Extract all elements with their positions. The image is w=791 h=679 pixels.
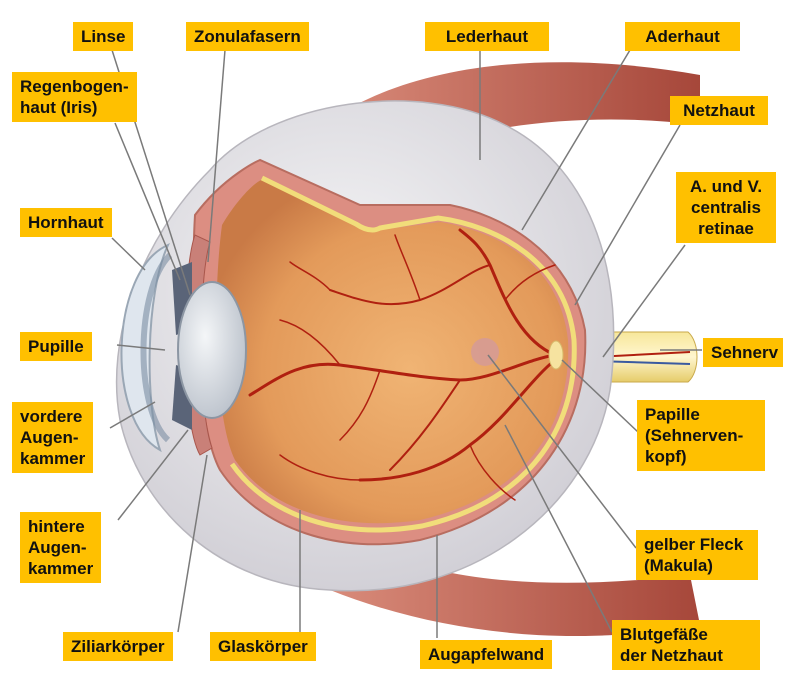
label-hintere-line3: kammer [28, 558, 93, 579]
label-netzhaut: Netzhaut [670, 96, 768, 125]
label-vordere-line2: Augen- [20, 427, 85, 448]
label-glaskoerper: Glaskörper [210, 632, 316, 661]
label-a-v-centralis-retinae: A. und V. centralis retinae [676, 172, 776, 243]
label-linse: Linse [73, 22, 133, 51]
label-regenbogenhaut-line1: Regenbogen- [20, 76, 129, 97]
label-papille-line2: (Sehnerven- [645, 425, 757, 446]
label-zonulafasern: Zonulafasern [186, 22, 309, 51]
label-aderhaut: Aderhaut [625, 22, 740, 51]
macula [471, 338, 499, 366]
label-papille-line1: Papille [645, 404, 757, 425]
label-gelber-line1: gelber Fleck [644, 534, 750, 555]
lens [178, 282, 246, 418]
label-gelber-line2: (Makula) [644, 555, 750, 576]
label-regenbogenhaut: Regenbogen- haut (Iris) [12, 72, 137, 122]
label-gelber-fleck: gelber Fleck (Makula) [636, 530, 758, 580]
label-augapfelwand: Augapfelwand [420, 640, 552, 669]
label-hintere-line2: Augen- [28, 537, 93, 558]
label-blutgefaesse: Blutgefäße der Netzhaut [612, 620, 760, 670]
papilla [549, 341, 563, 369]
label-a-v-line3: retinae [684, 218, 768, 239]
label-pupille: Pupille [20, 332, 92, 361]
label-regenbogenhaut-line2: haut (Iris) [20, 97, 129, 118]
label-ziliarkoerper: Ziliarkörper [63, 632, 173, 661]
label-papille-line3: kopf) [645, 446, 757, 467]
label-a-v-line2: centralis [684, 197, 768, 218]
label-vordere-line1: vordere [20, 406, 85, 427]
label-vordere-augenkammer: vordere Augen- kammer [12, 402, 93, 473]
label-a-v-line1: A. und V. [684, 176, 768, 197]
label-vordere-line3: kammer [20, 448, 85, 469]
label-hintere-line1: hintere [28, 516, 93, 537]
label-sehnerv: Sehnerv [703, 338, 783, 367]
label-blutgefaesse-line1: Blutgefäße [620, 624, 752, 645]
label-lederhaut: Lederhaut [425, 22, 549, 51]
label-hornhaut: Hornhaut [20, 208, 112, 237]
label-blutgefaesse-line2: der Netzhaut [620, 645, 752, 666]
label-hintere-augenkammer: hintere Augen- kammer [20, 512, 101, 583]
label-papille: Papille (Sehnerven- kopf) [637, 400, 765, 471]
